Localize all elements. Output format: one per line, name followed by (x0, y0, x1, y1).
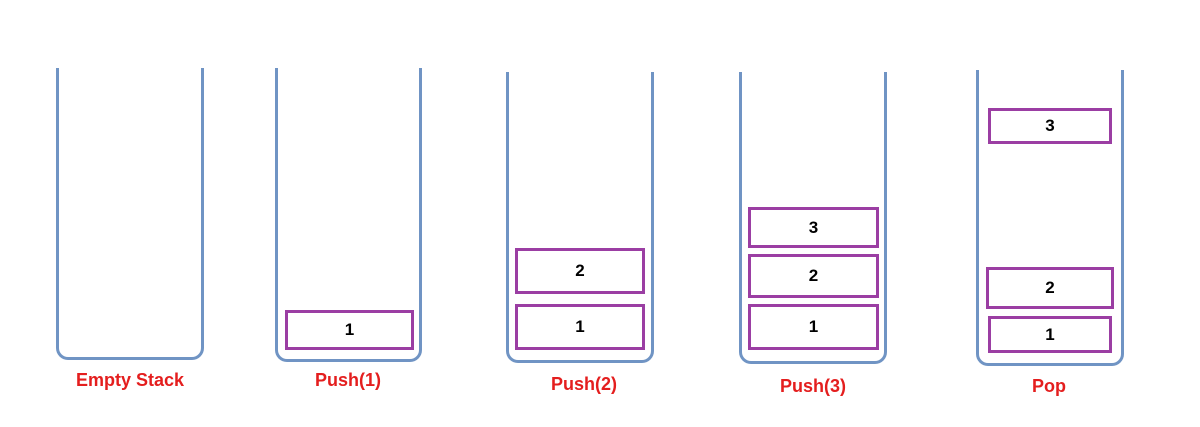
stack-item-1: 1 (748, 304, 879, 350)
stack-item-1: 1 (515, 304, 645, 350)
caption-push-3: Push(3) (779, 376, 846, 396)
caption-empty-stack: Empty Stack (75, 370, 185, 390)
caption-pop: Pop (1032, 376, 1066, 396)
stack-item-1: 1 (285, 310, 414, 350)
stack-item-3: 3 (748, 207, 879, 248)
stack-item-2: 2 (748, 254, 879, 298)
stack-item-2: 2 (515, 248, 645, 294)
stack-container-push-1 (275, 68, 422, 362)
popped-item-3: 3 (988, 108, 1112, 144)
stack-container-pop (976, 70, 1124, 366)
stack-container-push-2 (506, 72, 654, 363)
stack-item-2: 2 (986, 267, 1114, 309)
stack-container-push-3 (739, 72, 887, 364)
caption-push-1: Push(1) (314, 370, 381, 390)
stack-item-1: 1 (988, 316, 1112, 353)
stack-container-empty (56, 68, 204, 360)
caption-push-2: Push(2) (550, 374, 617, 394)
